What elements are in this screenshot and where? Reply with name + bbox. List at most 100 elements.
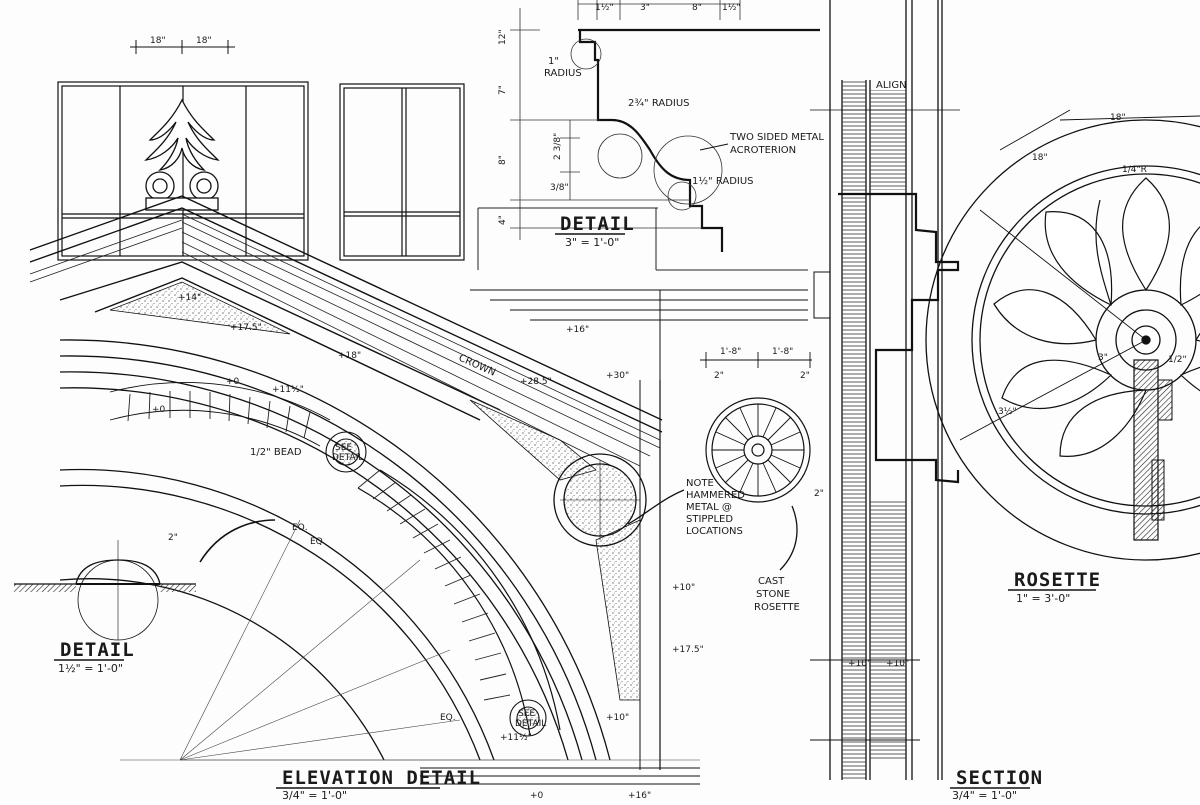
- dim-plus-10-bottom: +10": [606, 713, 629, 723]
- dim-2-left: 2": [714, 371, 724, 381]
- dim-plus-30: +30": [606, 371, 629, 381]
- title-detail-top: DETAIL: [560, 213, 635, 235]
- small-medallion-bottom: [509, 699, 547, 737]
- rosette-large-petals: [993, 177, 1200, 457]
- acroterion-leader: [699, 143, 729, 151]
- window-elevation-left: [57, 81, 309, 261]
- dim-rosette-1-4r: 1/4"R: [1122, 165, 1147, 175]
- dim-rosette-3-5: 3½": [998, 407, 1017, 417]
- dim-3-top: 3": [640, 3, 650, 13]
- scale-rosette: 1" = 3'-0": [1016, 592, 1070, 605]
- eq-arch-1: EQ.: [292, 523, 308, 533]
- dim-8-top: 8": [692, 3, 702, 13]
- title-section: SECTION: [956, 767, 1043, 789]
- note-acroterion-2: ACROTERION: [730, 145, 796, 156]
- section-masonry-lower: [870, 500, 906, 760]
- upper-cornice-steps: [470, 289, 808, 380]
- note-radius-bottom: 1½" RADIUS: [692, 175, 754, 187]
- note-radius-top: 2¾" RADIUS: [628, 98, 690, 109]
- cornice-courses: [29, 213, 661, 471]
- dim-4-vert: 4": [498, 215, 508, 225]
- top-dimension-18: [130, 40, 235, 54]
- note-crown: CROWN: [457, 353, 497, 379]
- dim-plus-17-5-b: +17.5": [672, 645, 704, 655]
- dim-bead-2: 2": [168, 533, 178, 543]
- see-detail-bottom-1: SEE: [518, 709, 535, 719]
- scale-elevation: 3/4" = 1'-0": [282, 789, 347, 800]
- section-left-hatch: [810, 271, 920, 741]
- rosette-large-section-hatch: [1133, 359, 1159, 541]
- bead-detail-hatch-left: [14, 584, 76, 592]
- rosette-large-section-lower: [1151, 459, 1165, 521]
- note-cast-1: CAST: [758, 576, 785, 587]
- title-elevation: ELEVATION DETAIL: [282, 767, 481, 789]
- spandrel-stipple-right: [595, 519, 641, 701]
- dim-1-8-right: 1'-8": [772, 347, 793, 357]
- see-detail-left-1: SEE: [335, 443, 352, 453]
- stipple-medallion: [553, 453, 647, 547]
- dim-plus-0-c: +0: [530, 791, 544, 800]
- dim-section-2: 2": [814, 489, 824, 499]
- dim-rosette-18: 18": [1032, 153, 1048, 163]
- dim-rosette-18-top: 18": [1110, 113, 1126, 123]
- dim-18-left: 18": [150, 36, 166, 46]
- note-align: ALIGN: [876, 80, 907, 91]
- dim-12-vert: 12": [498, 29, 508, 45]
- spandrel-stipple-top: [469, 399, 597, 481]
- dim-plus-11-5: +11½": [272, 385, 304, 395]
- pediment-cornice: [29, 195, 663, 433]
- small-medallion-left: [325, 431, 367, 473]
- eq-arch-2: EQ.: [310, 537, 326, 547]
- section-masonry-courses: [842, 80, 866, 780]
- scale-detail-left: 1½" = 1'-0": [58, 662, 123, 675]
- cast-leader: [779, 505, 798, 571]
- acroterion-ornament: [144, 98, 220, 211]
- tympanum-stipple: [109, 281, 291, 335]
- dim-8-vert: 8": [498, 155, 508, 165]
- dim-plus-18: +18": [338, 351, 361, 361]
- base-steps: [420, 767, 700, 785]
- dim-plus-10-right: +10": [672, 583, 695, 593]
- rosette-large-dims: [959, 109, 1200, 441]
- arch-voussoir-band-left: [109, 382, 331, 447]
- title-detail-left: DETAIL: [60, 639, 135, 661]
- dim-plus-0-a: +0: [226, 377, 240, 387]
- arch-construction-lines: [120, 380, 700, 770]
- note-hammered-3: METAL @: [686, 502, 732, 513]
- profile-ground-lines: [477, 207, 808, 271]
- dim-1-8-left: 1'-8": [720, 347, 741, 357]
- bead-detail-hatch-right: [160, 584, 196, 592]
- note-hammered-2: HAMMERED: [686, 490, 745, 501]
- note-hammered-5: LOCATIONS: [686, 526, 743, 537]
- dim-plus-16-bottom: +16": [628, 791, 651, 800]
- dim-plus-14: +14": [178, 293, 201, 303]
- see-detail-left-2: DETAIL: [332, 453, 363, 463]
- section-masonry-upper: [870, 90, 906, 190]
- dim-plus-11-5-b: +11½": [500, 733, 532, 743]
- dim-18-right: 18": [196, 36, 212, 46]
- note-hammered-4: STIPPLED: [686, 514, 733, 525]
- note-acroterion-1: TWO SIDED METAL: [729, 132, 824, 143]
- dim-plus-0-b: +0: [152, 405, 166, 415]
- profile-detail: [578, 28, 820, 252]
- dim-1-5-topright: 1½": [722, 3, 741, 13]
- dim-rosette-3: 3": [1098, 353, 1108, 363]
- profile-detail-guides: [510, 0, 741, 240]
- dim-7-vert: 7": [498, 85, 508, 95]
- eq-arch-3: EQ.: [440, 713, 456, 723]
- cast-stone-rosette: [705, 397, 811, 503]
- window-elevation-right: [339, 83, 465, 261]
- note-radius-small-2: RADIUS: [544, 68, 582, 79]
- see-detail-bottom-2: DETAIL: [515, 719, 546, 729]
- dim-plus-16: +16": [566, 325, 589, 335]
- dim-3-8: 3/8": [550, 183, 569, 193]
- rosette-large-section-step: [1157, 379, 1173, 421]
- note-hammered-1: NOTE: [686, 478, 714, 489]
- dim-rosette-1-2: 1/2": [1168, 355, 1187, 365]
- dim-section-10-left: +10": [848, 659, 871, 669]
- hammered-leader: [627, 489, 685, 525]
- dim-1-5-top: 1½": [595, 3, 614, 13]
- bead-detail-leader: [199, 519, 276, 563]
- scale-detail-top: 3" = 1'-0": [565, 236, 619, 249]
